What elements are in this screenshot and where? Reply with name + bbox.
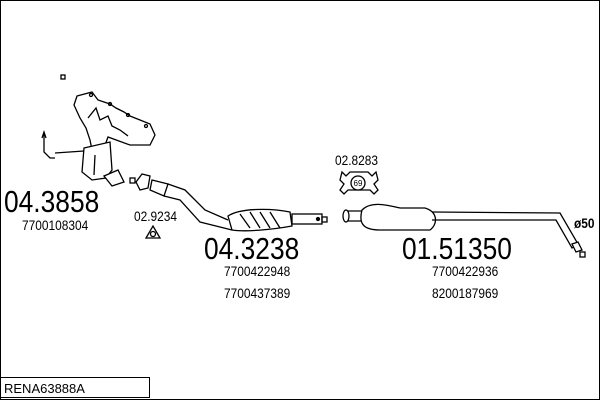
part-number-clamp: 02.8283 (335, 152, 379, 168)
diagram-reference: RENA63888A (0, 377, 150, 398)
middle-silencer-drawing[interactable] (342, 203, 586, 258)
clamp-drawing[interactable]: 69 (339, 170, 379, 195)
oem-number: 7700108304 (22, 217, 89, 233)
part-number-silencer: 01.51350 (402, 231, 512, 266)
marker-square (60, 74, 66, 80)
oem-number: 8200187969 (432, 285, 499, 301)
part-number-manifold: 04.3858 (4, 184, 100, 219)
oem-number: 7700422948 (224, 263, 291, 279)
diameter-label: ø50 (574, 215, 595, 231)
oem-number: 7700437389 (224, 285, 291, 301)
front-pipe-catalyst-drawing[interactable] (135, 173, 328, 239)
clamp-badge: 69 (354, 179, 363, 188)
part-number-front-pipe: 04.3238 (204, 231, 300, 266)
manifold-catalyst-drawing[interactable] (41, 74, 156, 187)
part-number-gasket: 02.9234 (134, 208, 178, 224)
oem-number: 7700422936 (432, 263, 499, 279)
